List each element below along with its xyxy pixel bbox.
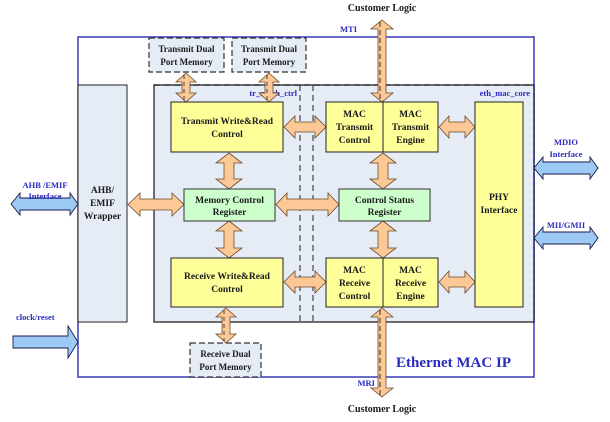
mac-rx-ctrl-line2: Receive: [339, 279, 370, 289]
mac-transmit-control-block: [325, 101, 384, 153]
mac-tx-ctrl-line1: MAC: [343, 110, 366, 120]
mac-rx-ctrl-line1: MAC: [343, 266, 366, 276]
mdio-label-2: Interface: [549, 149, 582, 159]
rx-dpm-line2: Port Memory: [199, 362, 252, 372]
wrapper-line3: Wrapper: [84, 212, 122, 222]
ahb-emif-interface-label-2: Interface: [28, 191, 61, 201]
mac-receive-control-block: [325, 257, 384, 308]
mac-tx-eng-line1: MAC: [399, 110, 422, 120]
rx-wr-ctrl-line1: Receive Write&Read: [184, 272, 271, 282]
mac-receive-engine-block: [382, 257, 439, 308]
arrow-clock-reset: [12, 324, 79, 360]
rx-dpm-line1: Receive Dual: [200, 349, 251, 359]
tx-write-read-control-block: [170, 101, 284, 153]
tx-dpm-1-line2: Port Memory: [160, 57, 213, 67]
tx-wr-ctrl-line1: Transmit Write&Read: [181, 117, 274, 127]
mac-tx-eng-line3: Engine: [396, 136, 425, 146]
csr-line1: Control Status: [355, 196, 415, 206]
tx-dpm-2-line2: Port Memory: [243, 57, 296, 67]
mac-rx-ctrl-line3: Control: [339, 292, 371, 302]
customer-logic-top-label: Customer Logic: [348, 3, 417, 14]
mem-ctrl-line2: Register: [213, 208, 248, 218]
mac-tx-ctrl-line2: Transmit: [336, 123, 374, 133]
csr-line2: Register: [368, 208, 403, 218]
tx-wr-ctrl-line2: Control: [211, 130, 243, 140]
mac-transmit-engine-block: [382, 101, 439, 153]
mri-label: MRI: [358, 378, 376, 388]
diagram-title: Ethernet MAC IP: [396, 355, 511, 371]
tx-dpm-2-line1: Transmit Dual: [241, 44, 298, 54]
tx-dual-port-memory-1: [148, 37, 225, 73]
clock-reset-label: clock/reset: [16, 312, 55, 322]
phy-line2: Interface: [481, 206, 518, 216]
mac-rx-eng-line1: MAC: [399, 266, 422, 276]
arrow-mdio-interface: [533, 155, 599, 181]
wrapper-line1: AHB/: [91, 186, 115, 196]
arrow-mri-customer-logic: [369, 307, 395, 398]
ahb-emif-wrapper-block: [77, 84, 128, 323]
eth-mac-core-label: eth_mac_core: [480, 88, 531, 98]
mac-rx-eng-line2: Receive: [395, 279, 426, 289]
customer-logic-bottom-label: Customer Logic: [348, 404, 417, 415]
tx-dpm-1-line1: Transmit Dual: [158, 44, 215, 54]
mti-label: MTI: [340, 24, 358, 34]
arrow-ahb-emif-interface: [10, 191, 79, 217]
rx-write-read-control-block: [170, 257, 284, 308]
mii-gmii-label: MII/GMII: [547, 220, 586, 230]
arrow-mii-gmii: [533, 225, 599, 251]
mac-tx-ctrl-line3: Control: [339, 136, 371, 146]
mem-ctrl-line1: Memory Control: [195, 196, 264, 206]
memory-control-register-block: [183, 188, 276, 222]
arrow-rxwr-rxdpm: [214, 307, 238, 344]
mac-tx-eng-line2: Transmit: [392, 123, 430, 133]
mdio-label-1: MDIO: [554, 137, 578, 147]
phy-line1: PHY: [489, 193, 509, 203]
phy-interface-block: [474, 101, 524, 308]
control-status-register-block: [338, 188, 431, 222]
rx-wr-ctrl-line2: Control: [211, 285, 243, 295]
rx-dual-port-memory: [189, 342, 262, 378]
mac-rx-eng-line3: Engine: [396, 292, 425, 302]
tx-dual-port-memory-2: [231, 37, 307, 73]
wrapper-line2: EMIF: [90, 199, 115, 209]
ahb-emif-interface-label-1: AHB /EMIF: [22, 180, 67, 190]
